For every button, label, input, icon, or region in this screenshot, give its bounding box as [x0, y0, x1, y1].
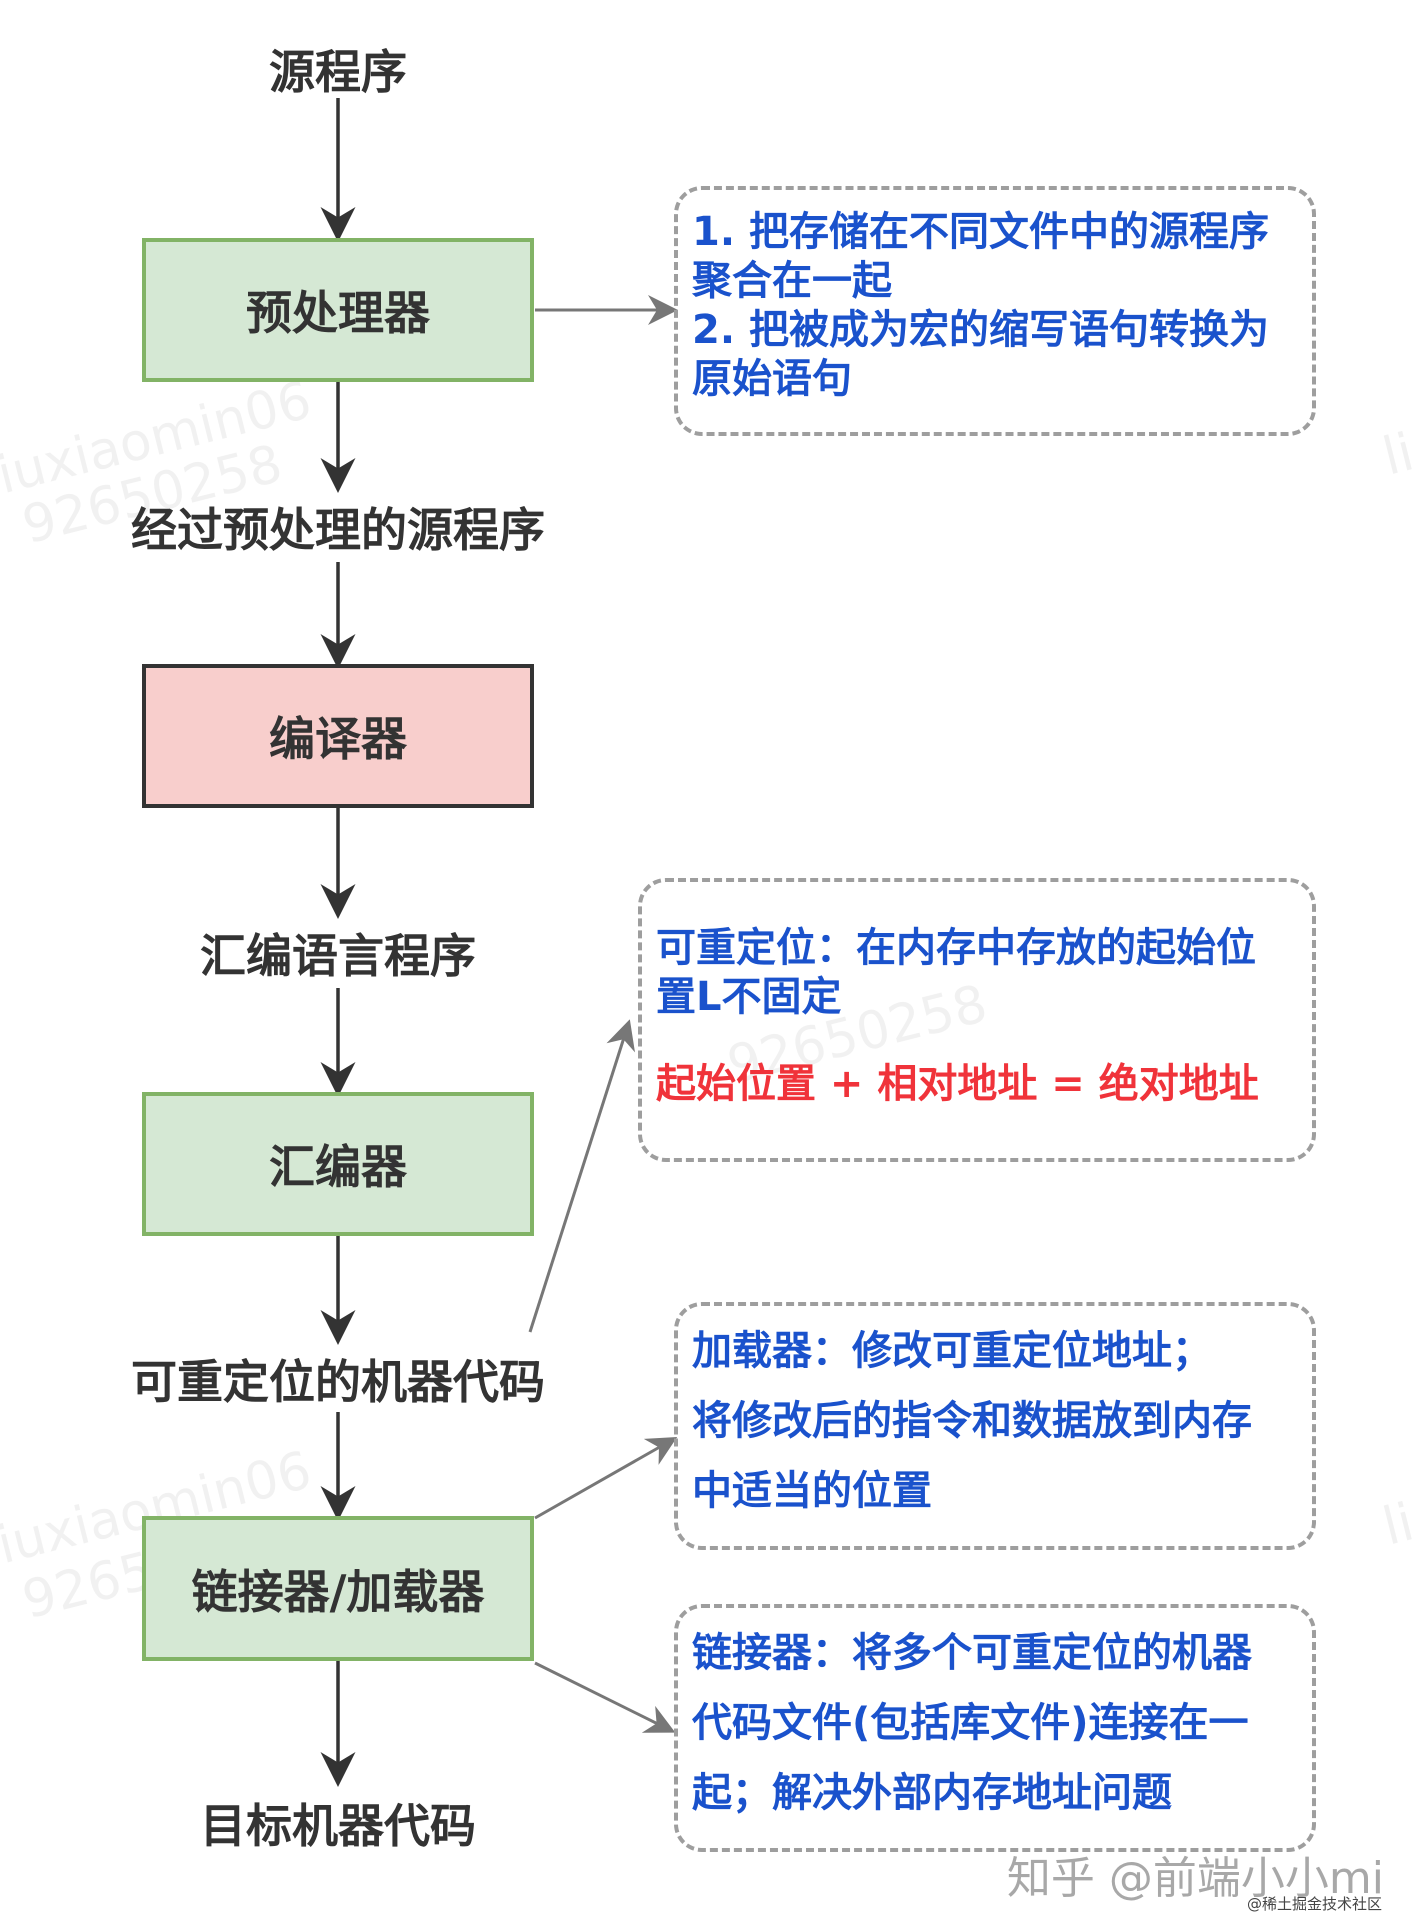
- address-formula: 起始位置 + 相对地址 = 绝对地址: [656, 1061, 1259, 1107]
- note-line: 原始语句: [692, 356, 852, 402]
- platform-credit: @稀土掘金技术社区: [1246, 1895, 1382, 1913]
- loader-note: 加载器：修改可重定位地址； 将修改后的指令和数据放到内存 中适当的位置: [674, 1302, 1316, 1550]
- note-line: 加载器：修改可重定位地址；: [692, 1328, 1212, 1374]
- linker-loader-node: 链接器/加载器: [142, 1516, 534, 1661]
- note-line: 可重定位：在内存中存放的起始位: [656, 925, 1256, 971]
- note-line: 起；解决外部内存地址问题: [692, 1770, 1172, 1816]
- note-line: 1. 把存储在不同文件中的源程序: [692, 209, 1269, 255]
- compiler-label: 编译器: [269, 712, 407, 766]
- linker-loader-label: 链接器/加载器: [191, 1564, 485, 1619]
- arrow-linker-to-loader-note: [534, 1437, 678, 1520]
- target-code-label: 目标机器代码: [200, 1799, 476, 1853]
- source-program-label: 源程序: [269, 45, 407, 99]
- arrow-relocatable-to-note: [528, 1019, 635, 1333]
- relocatable-code-label: 可重定位的机器代码: [131, 1355, 545, 1409]
- assembler-label: 汇编器: [269, 1140, 407, 1194]
- arrow-linker-to-linker-note: [534, 1661, 676, 1733]
- relocatable-note: 可重定位：在内存中存放的起始位 置L不固定 起始位置 + 相对地址 = 绝对地址: [638, 878, 1316, 1162]
- note-line: 将修改后的指令和数据放到内存: [692, 1398, 1252, 1444]
- note-line: 链接器：将多个可重定位的机器: [692, 1630, 1252, 1676]
- preprocessed-source-label: 经过预处理的源程序: [131, 503, 545, 557]
- note-line: 聚合在一起: [692, 258, 892, 304]
- preprocessor-note: 1. 把存储在不同文件中的源程序 聚合在一起 2. 把被成为宏的缩写语句转换为 …: [674, 186, 1316, 436]
- linker-note: 链接器：将多个可重定位的机器 代码文件(包括库文件)连接在一 起；解决外部内存地…: [674, 1604, 1316, 1852]
- note-line: 置L不固定: [656, 974, 842, 1020]
- assembly-program-label: 汇编语言程序: [200, 929, 476, 983]
- note-line: 2. 把被成为宏的缩写语句转换为: [692, 307, 1269, 353]
- preprocessor-label: 预处理器: [246, 286, 430, 340]
- compiler-node: 编译器: [142, 664, 534, 808]
- note-line: 中适当的位置: [692, 1468, 932, 1514]
- assembler-node: 汇编器: [142, 1092, 534, 1236]
- preprocessor-node: 预处理器: [142, 238, 534, 382]
- source-credit: 知乎 @前端小小mi: [1006, 1853, 1384, 1904]
- note-line: 代码文件(包括库文件)连接在一: [692, 1700, 1249, 1746]
